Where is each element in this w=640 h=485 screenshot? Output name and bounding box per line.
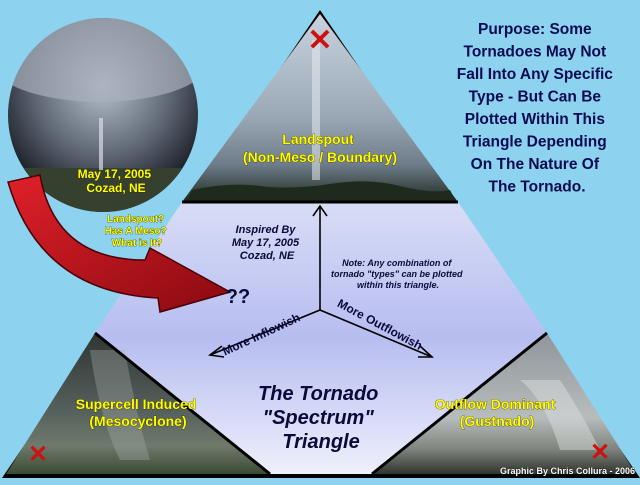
inset-caption: May 17, 2005 Cozad, NE <box>78 167 155 195</box>
graphic-credit: Graphic By Chris Collura - 2006 <box>500 466 635 476</box>
outflow-label: Outflow Dominant (Gustnado) <box>435 396 559 429</box>
supercell-funnel-shape <box>90 350 150 460</box>
section-dividers <box>94 200 548 476</box>
landspout-x-marker: ✕ <box>307 24 332 57</box>
question-marks: ?? <box>226 286 250 308</box>
purpose-statement: Purpose: Some Tornadoes May Not Fall Int… <box>457 21 618 196</box>
landspout-funnel-shape <box>312 40 320 180</box>
inset-questions: Landspout? Has A Meso? What is It? <box>105 214 170 249</box>
supercell-x-marker: ✕ <box>28 441 48 468</box>
supercell-photo <box>6 333 270 474</box>
center-section <box>95 202 547 474</box>
landspout-label: Landspout (Non-Meso / Boundary) <box>243 131 397 165</box>
gustnado-x-marker: ✕ <box>590 439 610 466</box>
callout-arrow <box>7 174 232 313</box>
supercell-label: Supercell Induced (Mesocyclone) <box>76 396 200 429</box>
diagram-title: The Tornado "Spectrum" Triangle <box>258 383 384 453</box>
gustnado-photo <box>372 333 636 474</box>
inspired-by-text: Inspired By May 17, 2005 Cozad, NE <box>232 224 302 262</box>
spectrum-axes <box>207 204 435 358</box>
landspout-horizon <box>186 181 456 202</box>
combination-note: Note: Any combination of tornado "types"… <box>331 258 465 290</box>
gustnado-dust-shape <box>520 380 600 450</box>
